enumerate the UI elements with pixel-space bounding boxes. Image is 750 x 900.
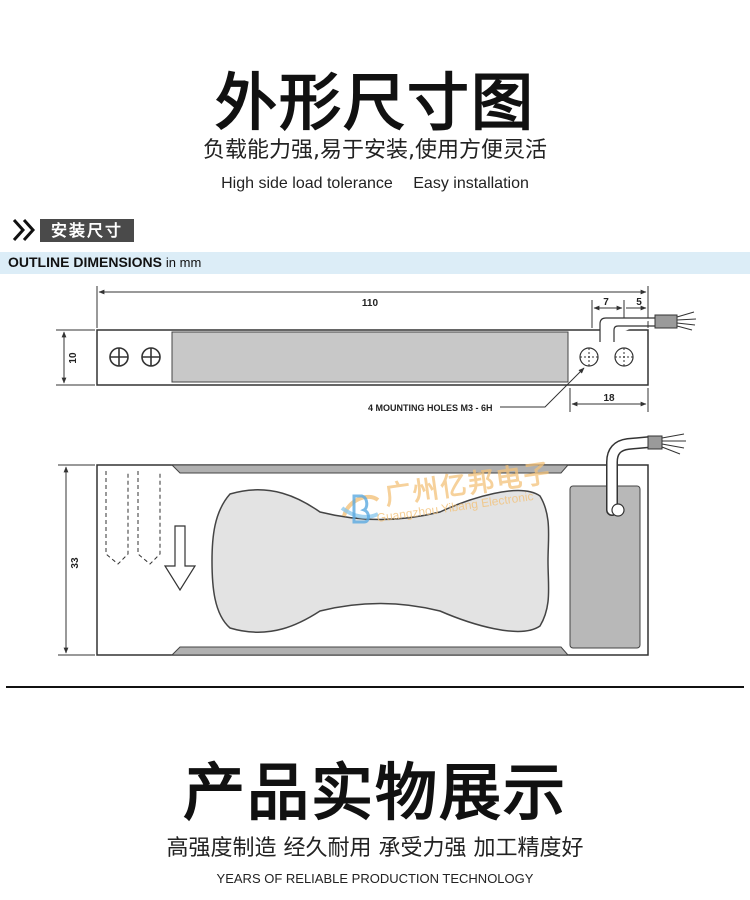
install-size-tag: 安装尺寸 xyxy=(40,219,134,242)
outline-page-title: 外形尺寸图 xyxy=(214,66,535,139)
product-display-tagline: YEARS OF RELIABLE PRODUCTION TECHNOLOGY xyxy=(216,871,534,886)
outline-subtitle: 负载能力强,易于安装,使用方便灵活 xyxy=(203,138,547,163)
dim-height-side-label: 33 xyxy=(70,557,81,569)
double-chevron-icon xyxy=(12,218,36,242)
section-divider xyxy=(6,686,744,688)
dogbone-cavity xyxy=(211,489,550,633)
product-display-subtitle: 高强度制造 经久耐用 承受力强 加工精度好 xyxy=(166,836,584,861)
feature-list: High side load tolerance Easy installati… xyxy=(0,175,750,193)
load-direction-arrow xyxy=(163,525,197,592)
dim-18-label: 18 xyxy=(603,393,615,404)
strain-gauge-area-top xyxy=(171,331,569,383)
top-view xyxy=(56,286,697,412)
dim-7-label: 7 xyxy=(603,297,609,308)
outline-dimensions-title: OUTLINE DIMENSIONS in mm xyxy=(8,254,201,270)
load-cell-drawing: 110 10 7 5 18 4 MOUNTING HOLES M3 - 6H 3… xyxy=(56,286,697,656)
feature-side-load: High side load tolerance xyxy=(221,175,393,192)
product-display-title: 产品实物展示 xyxy=(182,756,567,829)
feature-easy-install: Easy installation xyxy=(413,175,529,192)
outline-title-text: OUTLINE DIMENSIONS xyxy=(8,254,163,270)
mounting-holes-note: 4 MOUNTING HOLES M3 - 6H xyxy=(368,403,493,413)
dim-5-label: 5 xyxy=(636,297,642,308)
dim-length-label: 110 xyxy=(362,298,379,309)
outline-unit-text: in mm xyxy=(165,255,202,270)
label-plate xyxy=(569,485,641,649)
outline-dimensions-bar xyxy=(0,252,750,274)
dim-height-top-label: 10 xyxy=(68,352,79,364)
side-view xyxy=(58,433,686,656)
company-logo-icon xyxy=(340,494,380,524)
